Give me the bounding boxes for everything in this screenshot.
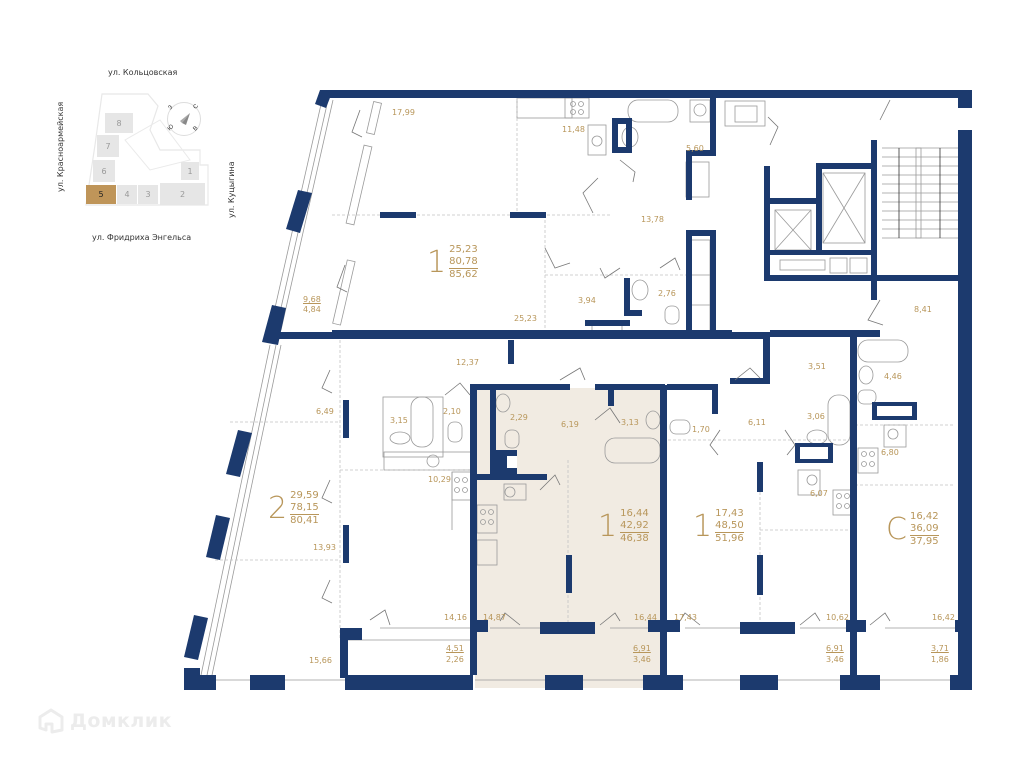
minimap-section-6[interactable]: 6	[93, 160, 115, 182]
room-area: 6,19	[561, 420, 579, 429]
minimap-section-1[interactable]: 1	[181, 162, 199, 180]
minimap-section-2[interactable]: 2	[160, 183, 205, 205]
total-with-balcony: 80,41	[290, 515, 319, 526]
room-area: 3,94	[578, 296, 596, 305]
room-area: 4,46	[884, 372, 902, 381]
balcony-area: 9,68	[303, 295, 321, 304]
room-count: С	[886, 511, 907, 547]
balcony-area: 6,91	[633, 644, 651, 653]
room-area: 16,44	[634, 613, 657, 622]
minimap-section-5-selected[interactable]: 5	[86, 185, 116, 204]
room-area: 12,37	[456, 358, 479, 367]
total-with-balcony: 85,62	[449, 269, 478, 280]
watermark-text: Домклик	[70, 710, 173, 732]
minimap-section-8[interactable]: 8	[105, 113, 133, 133]
doors	[321, 99, 891, 626]
room-area: 6,80	[881, 448, 899, 457]
room-area: 2,29	[510, 413, 528, 422]
minimap-outline	[85, 93, 209, 206]
room-count: 1	[598, 508, 618, 544]
total-area: 78,15	[290, 502, 319, 515]
room-area: 17,99	[392, 108, 415, 117]
compass: С Ю В З	[167, 102, 201, 136]
balcony-reduced-area: 2,26	[446, 655, 464, 664]
balcony-reduced-area: 3,46	[826, 655, 844, 664]
room-area: 3,06	[807, 412, 825, 421]
total-area: 48,50	[715, 520, 744, 533]
total-area: 36,09	[909, 523, 939, 536]
total-with-balcony: 51,96	[715, 533, 744, 544]
apartment-summary: 2 29,59 78,15 80,41	[268, 490, 319, 527]
apartment-summary: 1 17,43 48,50 51,96	[693, 508, 744, 545]
total-with-balcony: 46,38	[620, 533, 649, 544]
street-north-label: ул. Кольцовская	[108, 68, 178, 77]
room-area: 13,78	[641, 215, 664, 224]
room-area: 10,62	[826, 613, 849, 622]
minimap-section-3[interactable]: 3	[138, 185, 158, 204]
balcony-area: 6,91	[826, 644, 844, 653]
room-area: 3,15	[390, 416, 408, 425]
walls	[184, 90, 972, 690]
room-area: 11,48	[562, 125, 585, 134]
room-area: 6,07	[810, 489, 828, 498]
balcony-reduced-area: 4,84	[303, 305, 321, 314]
apartment-summary: С 16,42 36,09 37,95	[886, 511, 939, 548]
total-area: 80,78	[449, 256, 478, 269]
apartment-summary: 1 25,23 80,78 85,62	[427, 244, 478, 281]
balcony-area: 4,51	[446, 644, 464, 653]
balcony-area: 3,71	[931, 644, 949, 653]
living-area: 16,42	[909, 511, 939, 522]
living-area: 16,44	[620, 508, 649, 519]
room-area: 17,43	[674, 613, 697, 622]
room-area: 25,23	[514, 314, 537, 323]
room-area: 16,42	[932, 613, 955, 622]
room-count: 2	[268, 490, 288, 526]
total-area: 42,92	[620, 520, 649, 533]
room-area: 15,66	[309, 656, 332, 665]
balcony-reduced-area: 1,86	[931, 655, 949, 664]
room-area: 6,49	[316, 407, 334, 416]
room-area: 13,93	[313, 543, 336, 552]
apartment-summary: 1 16,44 42,92 46,38	[598, 508, 649, 545]
room-count: 1	[427, 244, 447, 280]
room-area: 6,11	[748, 418, 766, 427]
living-area: 17,43	[715, 508, 744, 519]
house-logo-icon	[38, 708, 64, 734]
balcony-reduced-area: 3,46	[633, 655, 651, 664]
room-count: 1	[693, 508, 713, 544]
living-area: 25,23	[449, 244, 478, 255]
room-area: 1,70	[692, 425, 710, 434]
room-area: 14,87	[483, 613, 506, 622]
room-area: 3,13	[621, 418, 639, 427]
watermark-logo: Домклик	[38, 708, 172, 734]
living-area: 29,59	[290, 490, 319, 501]
total-with-balcony: 37,95	[909, 536, 939, 547]
room-area: 8,41	[914, 305, 932, 314]
room-area: 10,29	[428, 475, 451, 484]
minimap-section-4[interactable]: 4	[117, 185, 137, 204]
street-south-label: ул. Фридриха Энгельса	[92, 233, 192, 242]
room-area: 14,16	[444, 613, 467, 622]
room-area: 2,10	[443, 407, 461, 416]
minimap-section-7[interactable]: 7	[97, 135, 119, 157]
room-area: 5,60	[686, 144, 704, 153]
compass-arrow-icon	[180, 113, 190, 125]
room-area: 3,51	[808, 362, 826, 371]
room-area: 2,76	[658, 289, 676, 298]
